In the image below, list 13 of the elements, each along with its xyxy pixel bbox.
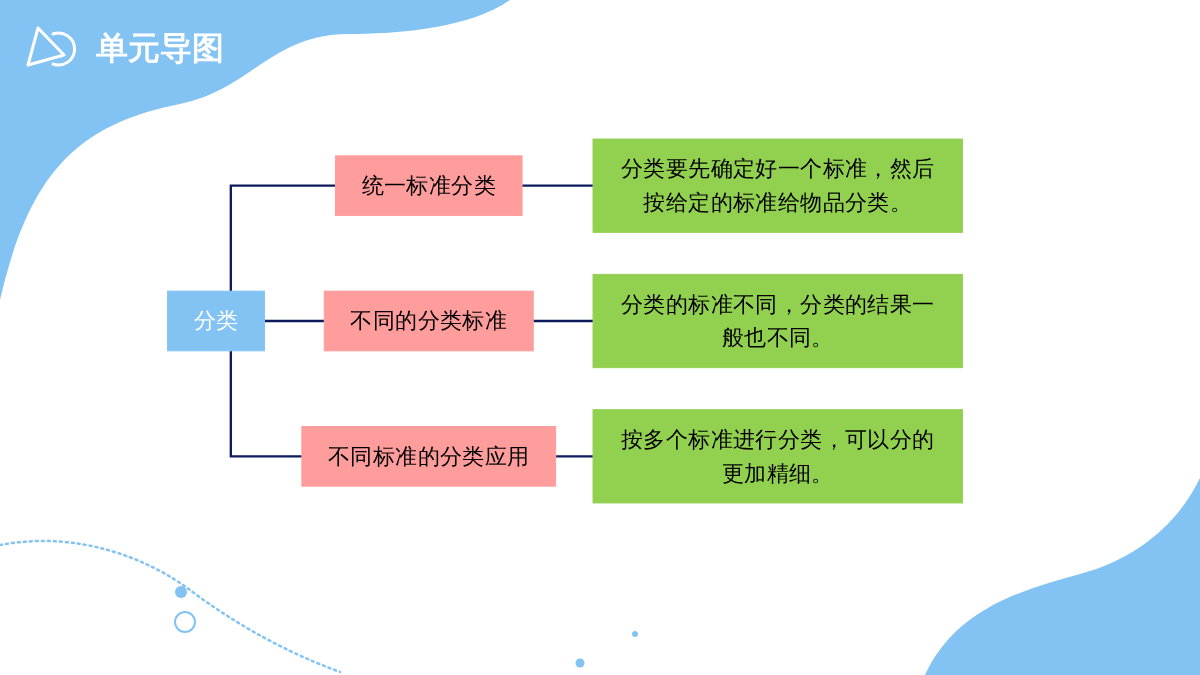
node-box: 统一标准分类 [334, 155, 523, 216]
connector [532, 319, 593, 323]
title: 单元导图 [96, 28, 224, 68]
connector [229, 350, 302, 458]
connector [229, 184, 336, 292]
node-box: 分类要先确定好一个标准，然后按给定的标准给物品分类。 [592, 138, 963, 233]
node-box: 不同标准的分类应用 [301, 426, 557, 487]
connector [263, 319, 325, 323]
connector [554, 455, 593, 458]
node-box: 按多个标准进行分类，可以分的更加精细。 [592, 409, 963, 504]
node-box: 不同的分类标准 [323, 290, 534, 352]
node-box: 分类 [167, 290, 265, 352]
node-box: 分类的标准不同，分类的结果一般也不同。 [592, 273, 963, 369]
